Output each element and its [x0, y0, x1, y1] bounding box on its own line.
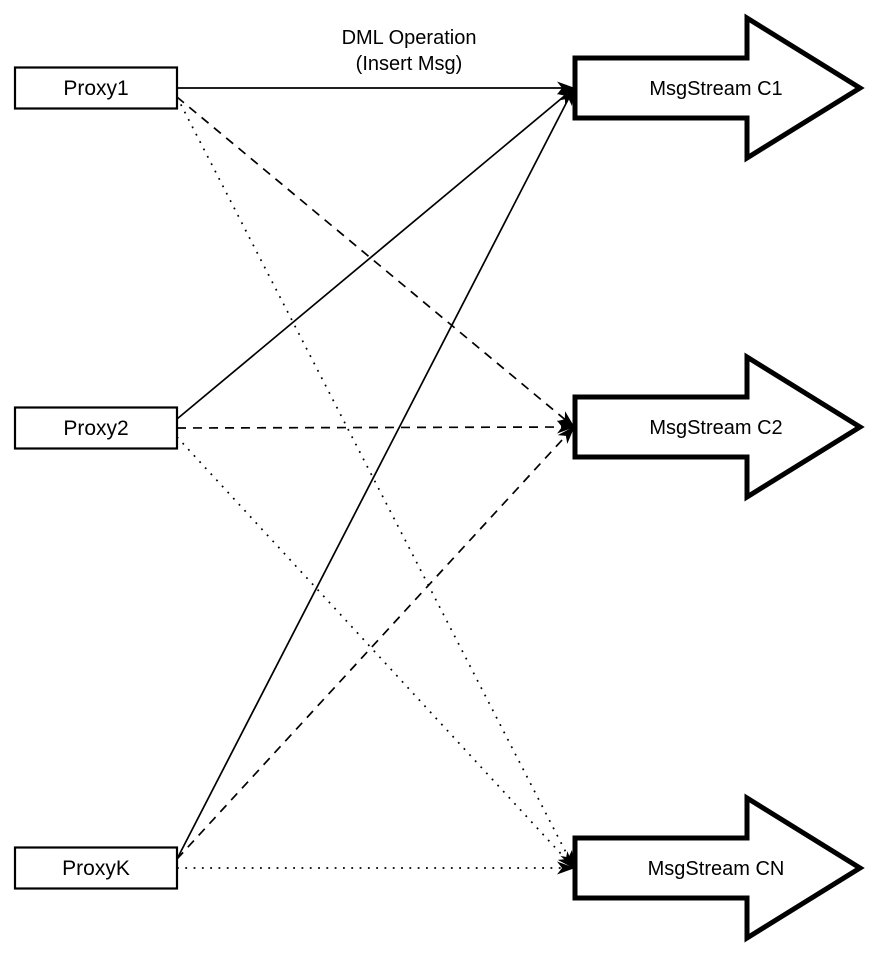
- proxy-label-proxy2: Proxy2: [63, 417, 128, 440]
- proxy-label-proxyK: ProxyK: [62, 857, 130, 880]
- edge-proxy2-cn: [176, 436, 575, 869]
- stream-label-cn: MsgStream CN: [648, 858, 785, 880]
- proxy-box-proxyK: [13, 846, 179, 890]
- diagram-title-line2: (Insert Msg): [356, 53, 463, 75]
- edge-proxyK-c2: [176, 426, 575, 860]
- stream-arrow-c1: [572, 13, 865, 163]
- stream-arrow-c2: [572, 352, 865, 502]
- stream-label-c1: MsgStream C1: [649, 78, 782, 100]
- proxy-label-proxy1: Proxy1: [63, 77, 128, 100]
- stream-nodes-layer: MsgStream C1 MsgStream C2 MsgStream CN: [572, 13, 865, 943]
- proxy-box-proxy2: [13, 406, 179, 450]
- edge-proxy2-c2: [176, 420, 575, 434]
- diagram-title-line1: DML Operation: [342, 27, 477, 49]
- edges-layer: [176, 81, 575, 875]
- edge-proxy1-c2: [176, 96, 575, 428]
- stream-label-c2: MsgStream C2: [649, 417, 782, 439]
- stream-arrow-cn: [572, 793, 865, 943]
- proxy-box-proxy1: [13, 66, 179, 110]
- edge-proxy1-cn: [176, 96, 575, 869]
- edge-proxyK-c1: [176, 87, 575, 860]
- edge-proxy2-c1: [176, 87, 575, 420]
